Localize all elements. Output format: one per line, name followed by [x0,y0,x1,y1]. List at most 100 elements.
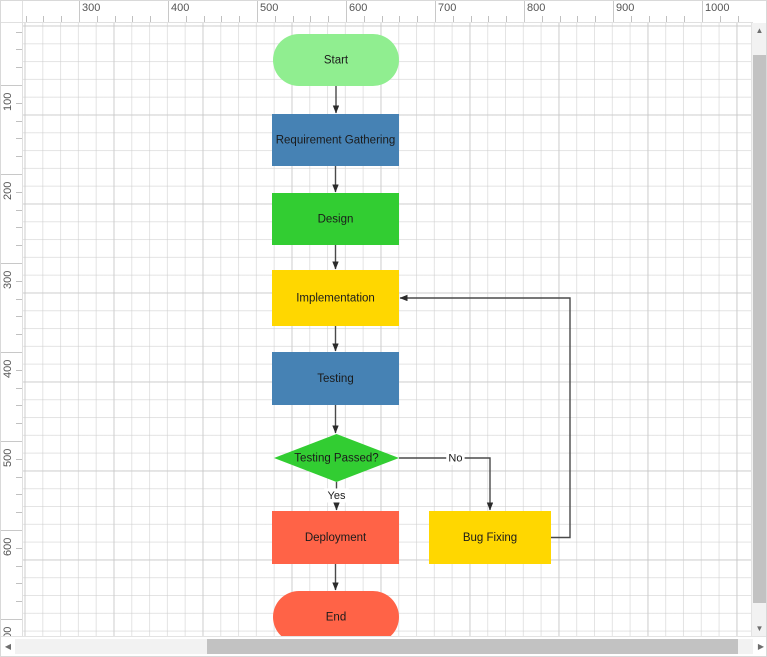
ruler-tick-minor [16,210,22,211]
ruler-tick-minor [16,67,22,68]
ruler-tick-minor [382,16,383,22]
ruler-tick-major [1,441,22,442]
flowchart-node-bugfixing[interactable]: Bug Fixing [429,511,551,564]
ruler-tick-minor [16,281,22,282]
flowchart-node-deployment[interactable]: Deployment [272,511,399,564]
ruler-tick-minor [16,459,22,460]
vertical-ruler[interactable]: 100200300400500600700 [1,23,23,636]
node-label-design: Design [318,214,354,226]
ruler-tick-minor [16,601,22,602]
triangle-left-icon: ◀ [5,643,11,651]
ruler-tick-minor [684,16,685,22]
flowchart-node-decision[interactable]: Testing Passed? [274,434,399,482]
node-label-decision: Testing Passed? [294,453,378,465]
flowchart-svg: StartRequirement GatheringDesignImplemen… [23,23,753,636]
ruler-tick-minor [186,16,187,22]
ruler-tick-minor [471,16,472,22]
ruler-tick-minor [97,16,98,22]
ruler-tick-minor [577,16,578,22]
ruler-tick-minor [16,138,22,139]
vertical-scrollbar-thumb[interactable] [753,55,766,603]
ruler-tick-minor [16,583,22,584]
ruler-tick-minor [16,299,22,300]
ruler-tick-minor [364,16,365,22]
edge-bugfixing-to-implementation[interactable] [400,298,570,538]
ruler-label: 600 [346,2,367,15]
ruler-tick-minor [150,16,151,22]
ruler-tick-minor [16,227,22,228]
ruler-tick-major [1,174,22,175]
ruler-tick-minor [453,16,454,22]
ruler-tick-minor [204,16,205,22]
ruler-tick-minor [293,16,294,22]
ruler-label: 700 [2,627,15,636]
ruler-tick-minor [16,423,22,424]
ruler-tick-minor [649,16,650,22]
horizontal-ruler[interactable]: 3004005006007008009001000 [23,1,753,23]
ruler-tick-minor [560,16,561,22]
ruler-label: 900 [613,2,634,15]
ruler-tick-minor [399,16,400,22]
ruler-tick-minor [595,16,596,22]
node-label-testing: Testing [317,373,353,385]
ruler-label: 1000 [702,2,729,15]
flowchart-node-design[interactable]: Design [272,193,399,245]
node-label-end: End [326,612,346,624]
ruler-tick-minor [16,477,22,478]
ruler-label: 300 [79,2,100,15]
scroll-left-button[interactable]: ◀ [1,639,15,654]
ruler-tick-minor [16,316,22,317]
ruler-tick-minor [16,566,22,567]
edge-decision-to-deployment-label: Yes [328,490,346,502]
flowchart-node-end[interactable]: End [273,591,399,636]
ruler-label: 500 [2,449,15,467]
flowchart-node-testing[interactable]: Testing [272,352,399,405]
ruler-tick-minor [542,16,543,22]
ruler-tick-minor [16,370,22,371]
triangle-up-icon: ▲ [756,27,764,35]
ruler-tick-minor [221,16,222,22]
scroll-down-button[interactable]: ▼ [752,621,767,636]
ruler-tick-minor [16,103,22,104]
ruler-label: 600 [2,538,15,556]
ruler-label: 200 [2,182,15,200]
node-label-start: Start [324,55,349,67]
scroll-up-button[interactable]: ▲ [752,23,767,38]
ruler-label: 800 [524,2,545,15]
ruler-tick-minor [488,16,489,22]
flowchart-node-requirements[interactable]: Requirement Gathering [272,114,399,166]
ruler-tick-minor [26,16,27,22]
ruler-tick-minor [417,16,418,22]
flowchart-node-implementation[interactable]: Implementation [272,270,399,326]
nodes-layer: StartRequirement GatheringDesignImplemen… [272,34,551,636]
ruler-tick-minor [310,16,311,22]
flowchart-node-start[interactable]: Start [273,34,399,86]
ruler-label: 400 [2,360,15,378]
triangle-right-icon: ▶ [758,643,764,651]
ruler-label: 700 [435,2,456,15]
ruler-tick-major [1,85,22,86]
ruler-tick-minor [16,32,22,33]
ruler-tick-minor [132,16,133,22]
ruler-label: 400 [168,2,189,15]
node-label-bugfixing: Bug Fixing [463,532,517,544]
edge-decision-to-bugfixing[interactable] [399,458,490,510]
ruler-tick-minor [16,388,22,389]
ruler-tick-minor [115,16,116,22]
ruler-tick-minor [16,405,22,406]
vertical-scrollbar[interactable]: ▲ ▼ [751,23,766,636]
horizontal-scrollbar[interactable]: ◀ ▶ [1,636,767,656]
ruler-corner [1,1,23,23]
ruler-tick-minor [16,245,22,246]
scroll-right-button[interactable]: ▶ [754,639,767,654]
ruler-tick-major [1,530,22,531]
ruler-tick-minor [16,334,22,335]
ruler-tick-minor [720,16,721,22]
ruler-tick-minor [16,49,22,50]
diagram-canvas[interactable]: StartRequirement GatheringDesignImplemen… [23,23,753,636]
horizontal-scrollbar-thumb[interactable] [207,639,738,654]
node-label-implementation: Implementation [296,293,375,305]
ruler-tick-minor [666,16,667,22]
ruler-tick-minor [16,512,22,513]
